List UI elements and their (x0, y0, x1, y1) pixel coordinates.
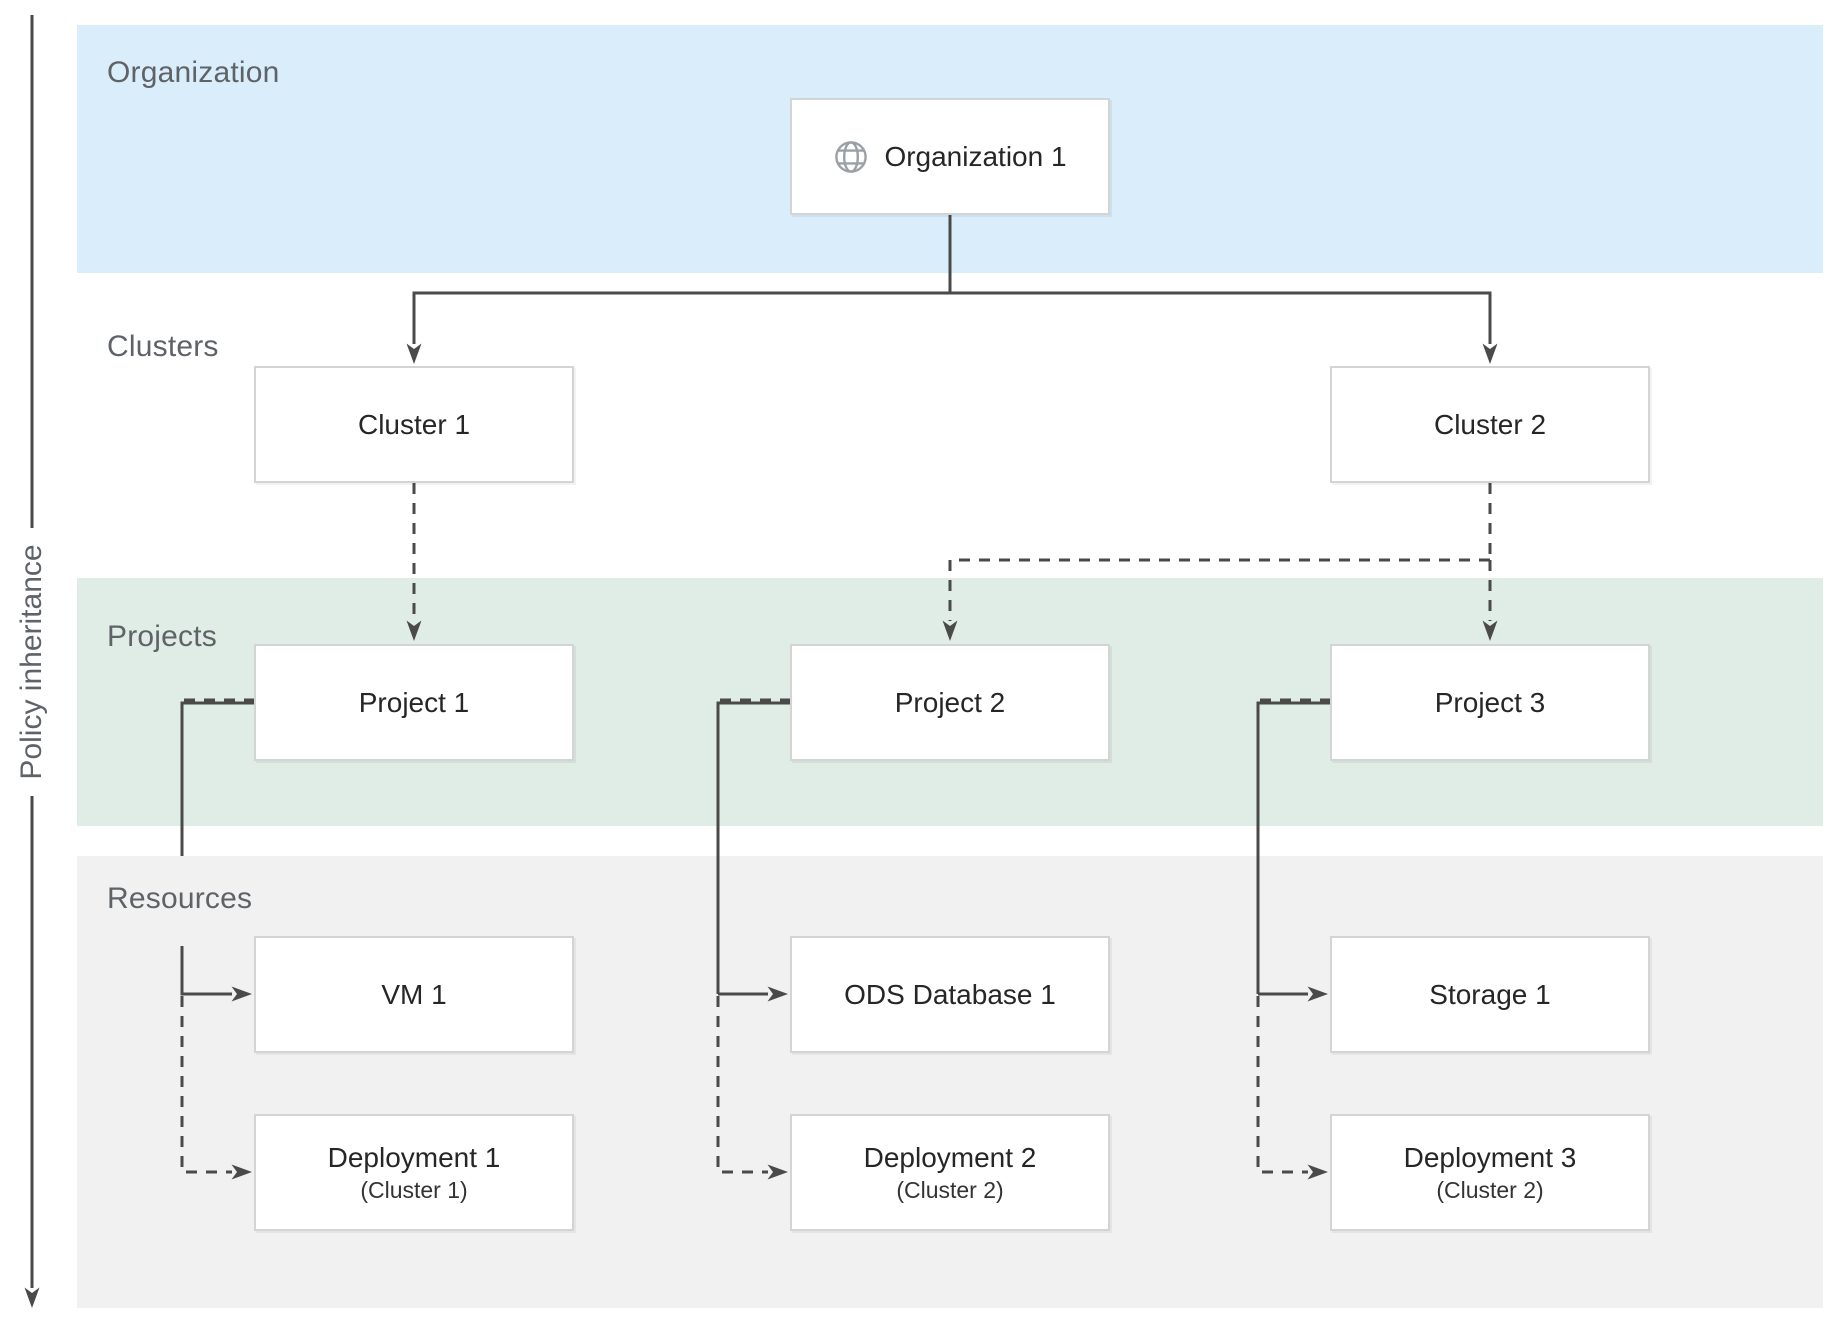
vm-1-label: VM 1 (381, 978, 447, 1010)
dashed-connectors (180, 483, 1498, 1180)
storage-1-label: Storage 1 (1429, 978, 1551, 1010)
organization-band-label: Organization (107, 56, 280, 89)
resources-band-label: Resources (107, 882, 253, 915)
deployment-2-cluster-tag: (Cluster 2) (896, 1176, 1004, 1203)
deployment-2-node: Deployment 2 (Cluster 2) (790, 1114, 1110, 1231)
deployment-3-node: Deployment 3 (Cluster 2) (1330, 1114, 1650, 1231)
storage-1-node: Storage 1 (1330, 936, 1650, 1053)
cluster-1-label: Cluster 1 (357, 408, 471, 440)
project-3-label: Project 3 (1434, 686, 1546, 718)
globe-icon (835, 140, 868, 173)
deployment-2-label: Deployment 2 (863, 1141, 1037, 1173)
deployment-3-label: Deployment 3 (1403, 1141, 1577, 1173)
deployment-1-label: Deployment 1 (327, 1141, 501, 1173)
deployment-1-cluster-tag: (Cluster 1) (360, 1176, 468, 1203)
deployment-3-cluster-tag: (Cluster 2) (1436, 1176, 1544, 1203)
vm-1-node: VM 1 (254, 936, 574, 1053)
solid-connectors (180, 215, 1498, 1002)
ods-database-1-label: ODS Database 1 (844, 978, 1056, 1010)
project-1-label: Project 1 (358, 686, 470, 718)
project-2-label: Project 2 (894, 686, 1006, 718)
deployment-1-node: Deployment 1 (Cluster 1) (254, 1114, 574, 1231)
organization-1-node: Organization 1 (790, 98, 1110, 215)
project-2-node: Project 2 (790, 644, 1110, 761)
cluster-1-node: Cluster 1 (254, 366, 574, 483)
resources-band (77, 856, 1823, 1308)
cluster-2-label: Cluster 2 (1433, 408, 1547, 440)
organization-1-label: Organization 1 (884, 140, 1067, 172)
ods-database-1-node: ODS Database 1 (790, 936, 1110, 1053)
clusters-band-label: Clusters (107, 330, 219, 363)
cluster-2-node: Cluster 2 (1330, 366, 1650, 483)
project-3-node: Project 3 (1330, 644, 1650, 761)
policy-inheritance-label: Policy inheritance (15, 544, 48, 780)
project-1-node: Project 1 (254, 644, 574, 761)
projects-band-label: Projects (107, 620, 217, 653)
